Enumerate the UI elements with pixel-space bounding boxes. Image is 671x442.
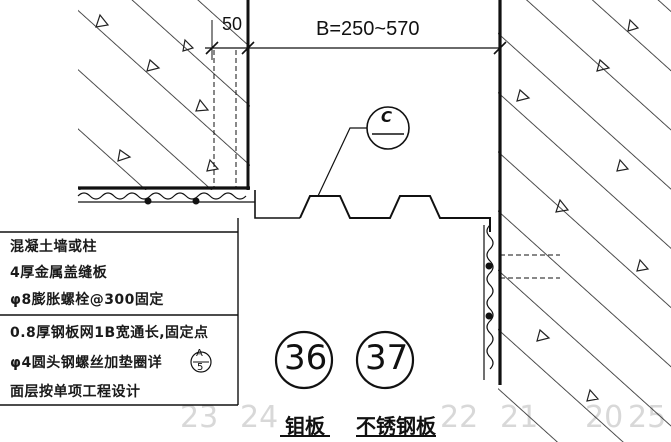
background-number: 24 bbox=[240, 400, 279, 435]
detail-number: 36 bbox=[284, 338, 328, 378]
right-concrete-wall bbox=[498, 0, 671, 442]
note-cover-plate: 4厚金属盖缝板 bbox=[10, 265, 108, 281]
width-dimension: B=250~570 bbox=[316, 18, 420, 40]
note-finish: 面层按单项工程设计 bbox=[10, 384, 141, 400]
background-number: 22 bbox=[440, 400, 479, 435]
note-steel-mesh: 0.8厚钢板网1B宽通长,固定点 bbox=[10, 325, 209, 341]
detail-title: 不锈钢板 bbox=[356, 414, 436, 438]
note-ref-top: A bbox=[196, 348, 203, 359]
callout-ref-letter: C bbox=[381, 108, 393, 126]
note-screw: φ4圆头钢螺丝加垫圈详 bbox=[10, 355, 163, 371]
note-anchor-bolt: φ8膨胀螺栓@300固定 bbox=[10, 292, 164, 308]
note-concrete: 混凝土墙或柱 bbox=[10, 239, 97, 255]
offset-dimension: 50 bbox=[222, 14, 243, 34]
detail-number: 37 bbox=[365, 338, 409, 378]
note-ref-bottom: 5 bbox=[197, 362, 204, 373]
corrugated-cover-plate bbox=[299, 195, 491, 232]
background-number: 23 bbox=[180, 400, 219, 435]
left-concrete-wall bbox=[78, 0, 250, 190]
detail-title: 钼板 bbox=[285, 414, 325, 438]
notes-table-frame bbox=[0, 218, 239, 406]
